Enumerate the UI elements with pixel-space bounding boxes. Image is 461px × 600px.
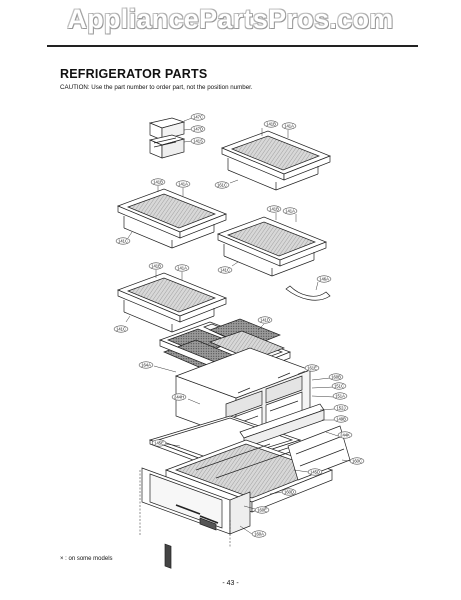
callout-151a: 151A — [335, 394, 345, 399]
shelf-top-right — [221, 130, 331, 191]
callout-146a: 146A — [319, 277, 329, 282]
bottom-front-cover — [141, 467, 251, 569]
page-title: REFRIGERATOR PARTS — [60, 67, 208, 81]
callout-141b-l3: 141B — [151, 264, 161, 269]
callout-141c-l2: 141C — [118, 239, 128, 244]
callout-160e: 160E — [257, 508, 267, 513]
shelf-right-2 — [217, 216, 327, 277]
callout-141c-r2: 141C — [220, 268, 230, 273]
bottom-tray — [164, 439, 333, 513]
callout-147d: 147D — [193, 127, 203, 132]
callout-141b-l2: 141B — [153, 180, 163, 185]
ice-tray-assembly — [148, 117, 186, 159]
callout-141a-l3: 141A — [177, 266, 187, 271]
callout-161e: 161E — [307, 366, 317, 371]
callout-141b-r2: 141B — [269, 207, 279, 212]
callout-141s: 141S — [193, 139, 203, 144]
watermark: AppliancePartsPros.com — [67, 4, 394, 34]
callout-141c-l3: 141C — [116, 327, 126, 332]
trim-146a — [285, 285, 331, 301]
callout-160d: 160D — [284, 490, 294, 495]
callout-147c: 147C — [193, 115, 203, 120]
header-rule — [47, 45, 418, 47]
caution-note: CAUTION: Use the part number to order pa… — [60, 84, 253, 91]
callout-141b-top: 141B — [266, 122, 276, 127]
callout-151c: 151C — [334, 384, 344, 389]
callout-244h: 244H — [174, 395, 184, 400]
callout-149b: 149B — [336, 417, 346, 422]
callout-141a-top: 141A — [284, 124, 294, 129]
callout-145e: 145E — [154, 441, 164, 446]
callout-141d: 141D — [260, 318, 270, 323]
callout-160b: 160B — [331, 375, 341, 380]
callout-161c-top: 161C — [217, 183, 227, 188]
callout-164a: 164A — [141, 363, 151, 368]
callout-145d: 145D — [310, 470, 320, 475]
callout-141a-l2: 141A — [178, 182, 188, 187]
callout-152j: 152J — [336, 406, 345, 411]
callout-160a: 160A — [254, 532, 264, 537]
footnote: × : on some models — [60, 556, 113, 562]
callout-160c: 160C — [352, 459, 362, 464]
callout-labels: 147C 147D 141S 141B 141A 161C 141B 141A … — [113, 113, 365, 538]
callout-244k: 244K — [340, 433, 350, 438]
shelf-left-2 — [117, 188, 227, 249]
page-number: - 43 - — [222, 580, 239, 587]
callout-141a-r2: 141A — [285, 209, 295, 214]
shelf-left-3 — [117, 272, 227, 333]
